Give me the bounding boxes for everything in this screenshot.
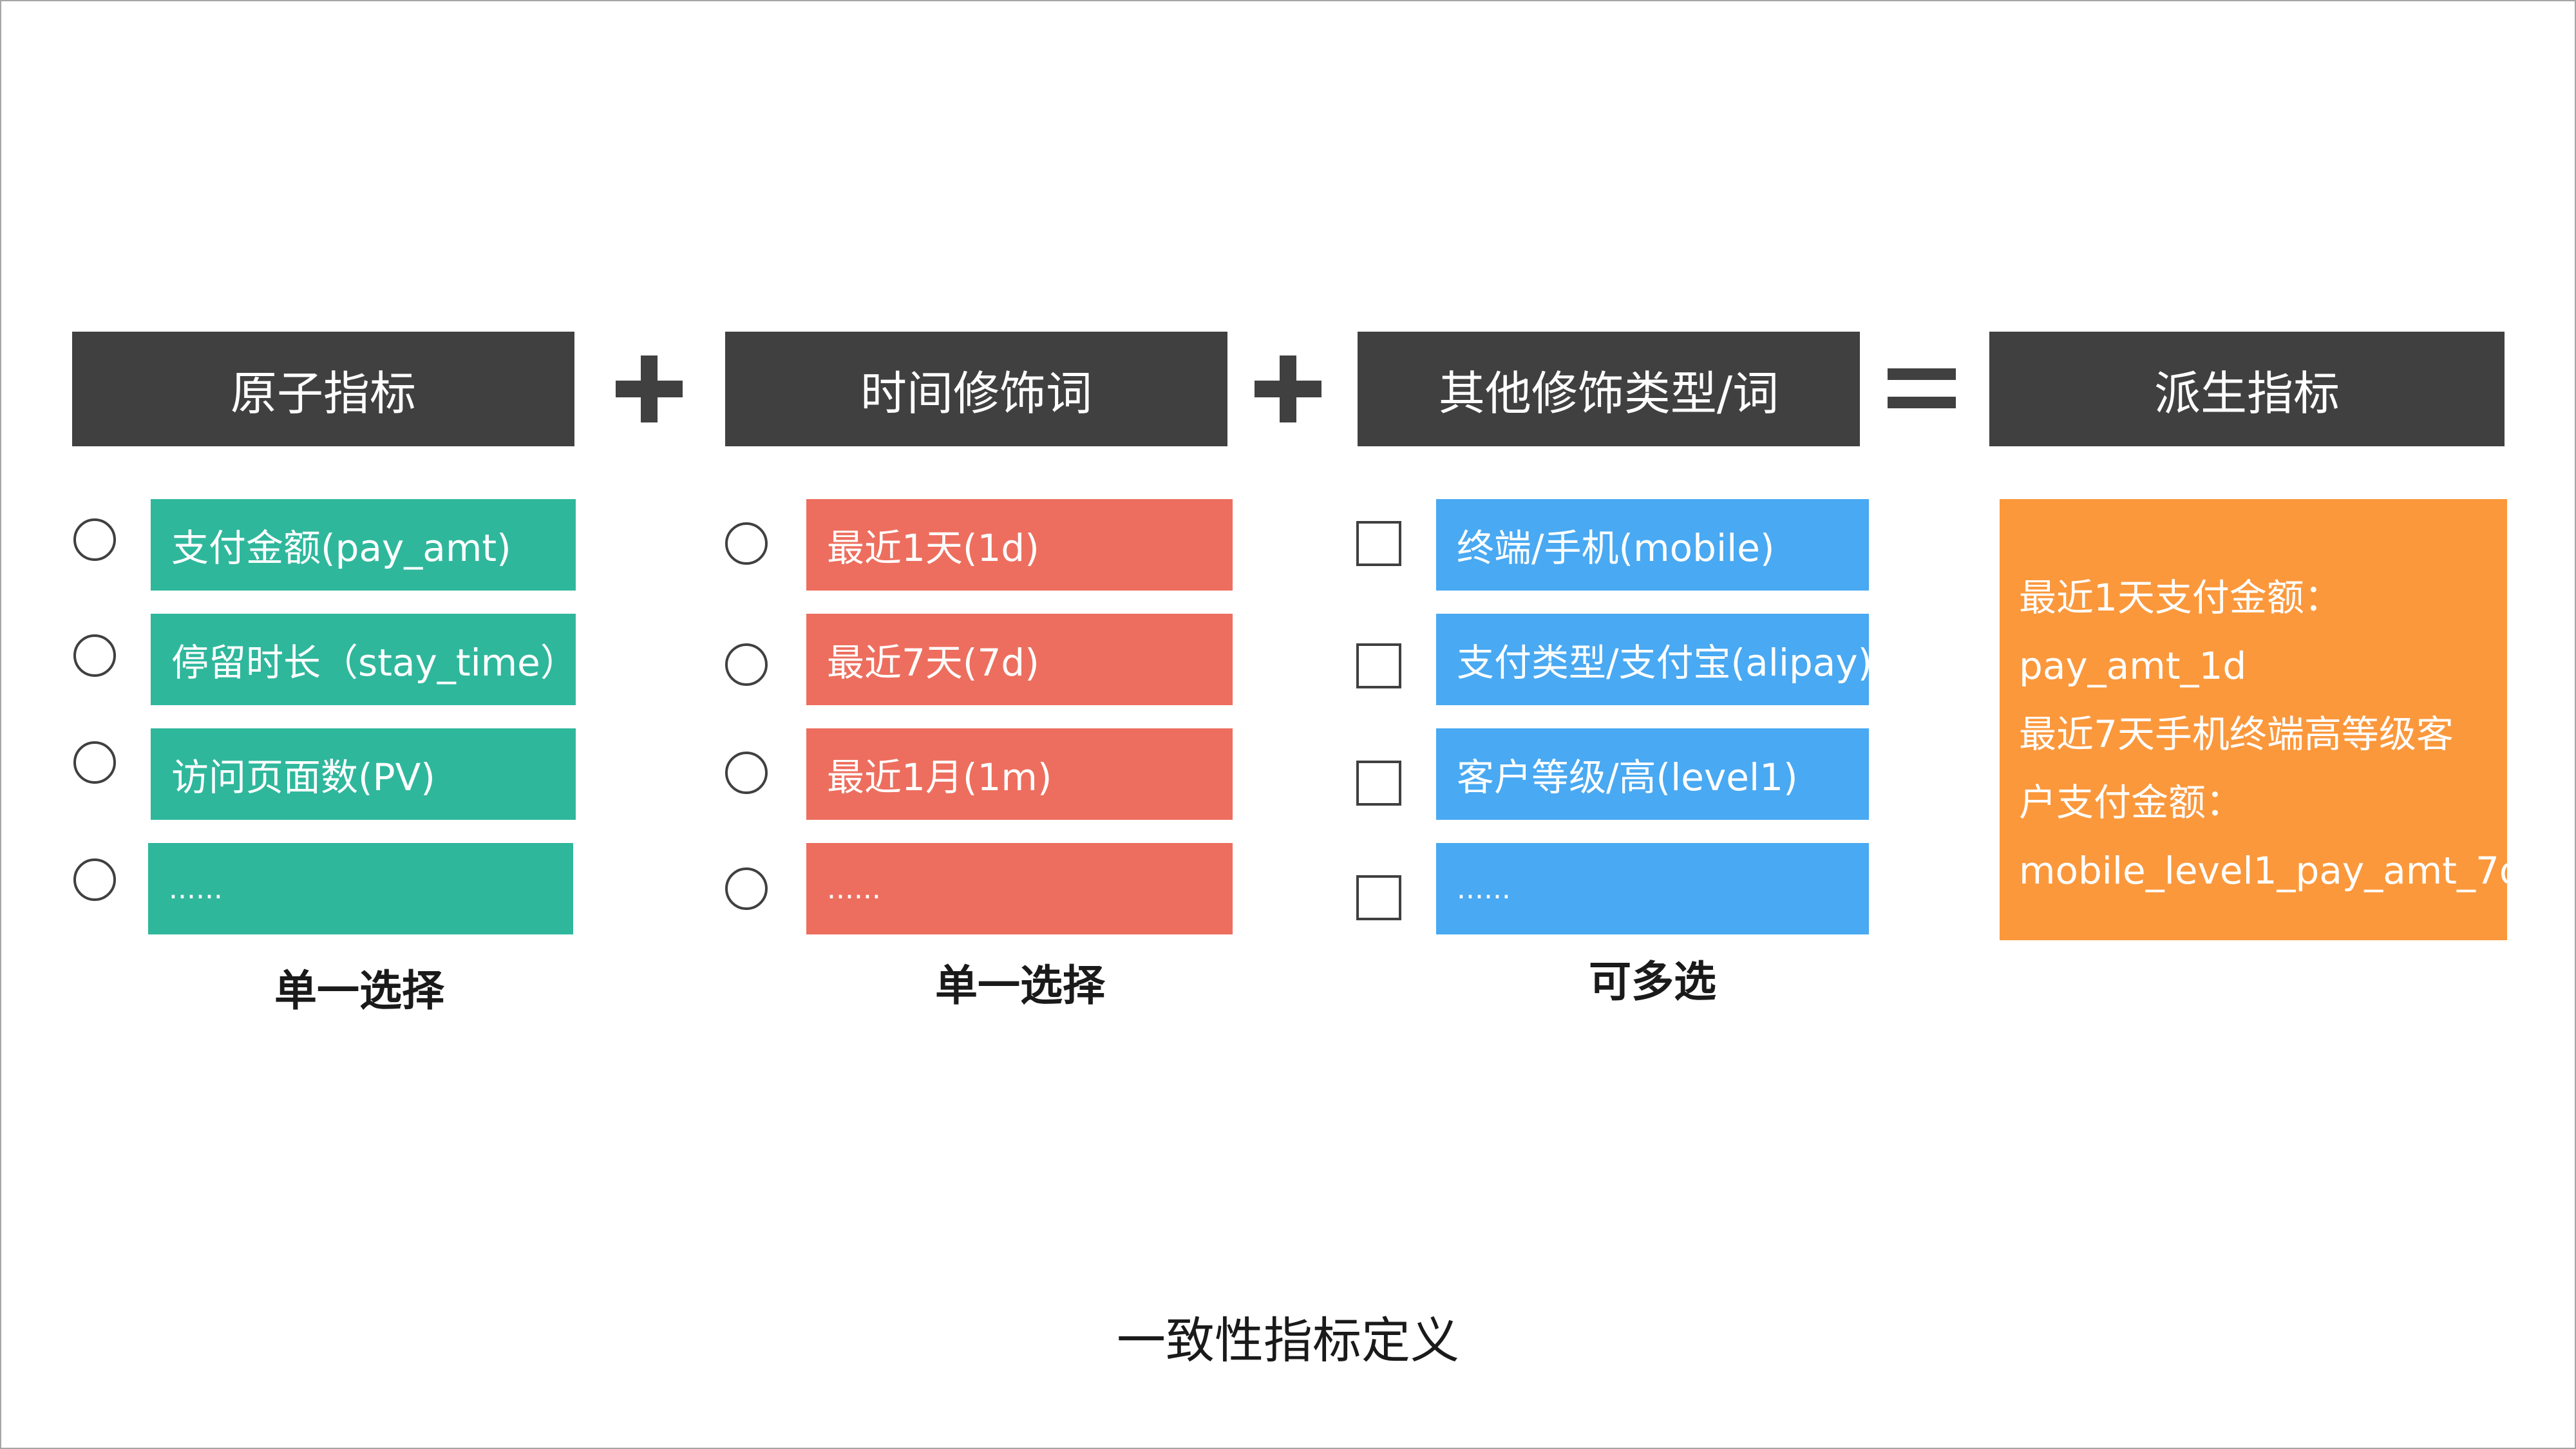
result-line: mobile_level1_pay_amt_7d [2019, 849, 2523, 893]
atomic-item-label: 访问页面数(PV) [171, 755, 435, 799]
header-time-label: 时间修饰词 [860, 366, 1092, 421]
caption-atomic: 单一选择 [274, 966, 444, 1016]
checkbox-other-1[interactable] [1356, 521, 1401, 566]
atomic-item-label: ...... [169, 872, 223, 905]
other-item-label: 终端/手机(mobile) [1457, 526, 1775, 570]
other-item-1[interactable]: 终端/手机(mobile) [1436, 499, 1869, 591]
caption-other: 可多选 [1589, 957, 1716, 1007]
result-line: 最近7天手机终端高等级客 [2019, 712, 2454, 756]
time-item-label: ...... [827, 872, 881, 905]
checkbox-other-3[interactable] [1356, 761, 1401, 806]
result-line: 最近1天支付金额： [2019, 576, 2342, 620]
radio-time-3[interactable] [725, 752, 768, 794]
time-item-2[interactable]: 最近7天(7d) [806, 614, 1233, 705]
result-line: pay_amt_1d [2019, 644, 2247, 688]
checkbox-other-2[interactable] [1356, 643, 1401, 688]
header-time-modifier: 时间修饰词 [725, 332, 1227, 446]
result-line: 户支付金额： [2019, 781, 2244, 824]
other-item-2[interactable]: 支付类型/支付宝(alipay) [1436, 614, 1869, 705]
diagram-title: 一致性指标定义 [1117, 1312, 1459, 1369]
equals-operator [1888, 368, 1956, 408]
header-atomic-metric: 原子指标 [72, 332, 574, 446]
radio-atomic-1[interactable] [73, 518, 116, 561]
radio-atomic-4[interactable] [73, 858, 116, 901]
time-item-3[interactable]: 最近1月(1m) [806, 728, 1233, 820]
atomic-item-2[interactable]: 停留时长（stay_time） [151, 614, 576, 705]
radio-time-2[interactable] [725, 643, 768, 686]
other-item-4[interactable]: ...... [1436, 843, 1869, 934]
atomic-item-label: 停留时长（stay_time） [171, 641, 576, 685]
time-item-label: 最近1天(1d) [827, 526, 1039, 570]
atomic-item-1[interactable]: 支付金额(pay_amt) [151, 499, 576, 591]
header-atomic-label: 原子指标 [230, 366, 416, 421]
header-derived-label: 派生指标 [2154, 366, 2340, 421]
time-item-label: 最近7天(7d) [827, 641, 1039, 685]
atomic-item-label: 支付金额(pay_amt) [171, 526, 511, 570]
plus-operator [1255, 355, 1321, 422]
header-other-modifier: 其他修饰类型/词 [1358, 332, 1860, 446]
plus-operator [616, 355, 683, 422]
radio-time-4[interactable] [725, 867, 768, 910]
radio-atomic-2[interactable] [73, 634, 116, 677]
radio-atomic-3[interactable] [73, 741, 116, 784]
other-item-label: ...... [1457, 872, 1511, 905]
checkbox-other-4[interactable] [1356, 875, 1401, 920]
header-derived-metric: 派生指标 [1989, 332, 2505, 446]
header-other-label: 其他修饰类型/词 [1438, 366, 1779, 421]
other-item-label: 客户等级/高(level1) [1457, 755, 1798, 799]
radio-time-1[interactable] [725, 522, 768, 565]
derived-metric-box: 最近1天支付金额： pay_amt_1d 最近7天手机终端高等级客 户支付金额：… [2000, 499, 2523, 940]
other-item-3[interactable]: 客户等级/高(level1) [1436, 728, 1869, 820]
time-item-4[interactable]: ...... [806, 843, 1233, 934]
atomic-item-4[interactable]: ...... [148, 843, 573, 934]
other-item-label: 支付类型/支付宝(alipay) [1457, 641, 1869, 685]
caption-time: 单一选择 [935, 961, 1105, 1010]
atomic-item-3[interactable]: 访问页面数(PV) [151, 728, 576, 820]
time-item-1[interactable]: 最近1天(1d) [806, 499, 1233, 591]
time-item-label: 最近1月(1m) [827, 755, 1052, 799]
